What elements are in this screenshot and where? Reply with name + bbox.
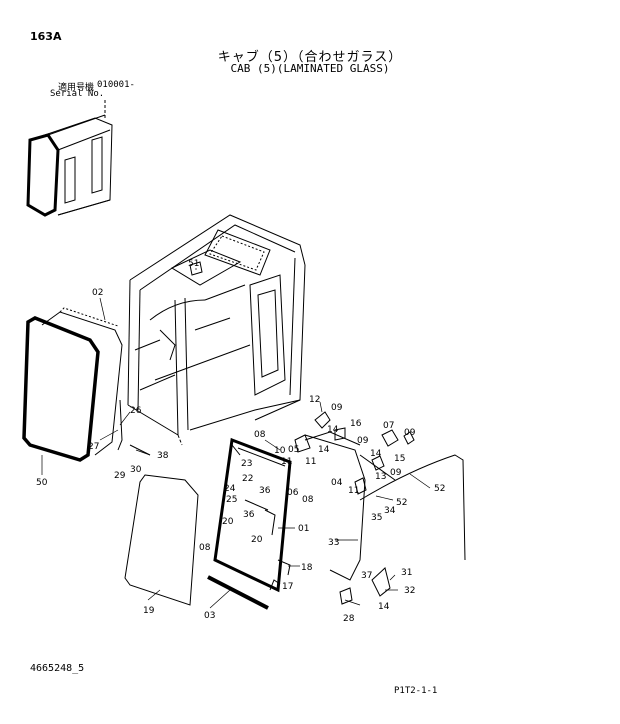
part-label: 02: [92, 288, 103, 298]
document-number: 4665248_5: [30, 663, 85, 674]
part-label: 26: [130, 406, 142, 416]
part-label: 23: [241, 459, 252, 469]
part-label: 16: [350, 419, 362, 429]
part-label: 50: [36, 478, 48, 488]
part-label: 13: [375, 472, 386, 482]
cab-frame-drawing: [127, 214, 306, 446]
part-label: 36: [243, 510, 255, 520]
leader-lines: [41, 268, 431, 609]
part-label: 09: [390, 468, 402, 478]
part-label: 52: [396, 498, 407, 508]
part-label: 09: [357, 436, 369, 446]
door-frame-drawing: [213, 437, 292, 593]
part-label: 38: [157, 451, 169, 461]
diagram-title-jp: キャブ（5）（合わせガラス）: [217, 50, 403, 65]
part-label: 06: [287, 488, 299, 498]
part-label: 10: [274, 446, 286, 456]
part-label: 18: [301, 563, 313, 573]
part-label: 04: [331, 478, 343, 488]
part-label: 25: [226, 495, 237, 505]
part-label: 27: [88, 442, 99, 452]
front-glass-drawing: [124, 474, 199, 606]
part-label: 51: [188, 259, 199, 269]
part-label: 37: [361, 571, 372, 581]
part-label: 07: [383, 421, 394, 431]
part-label: 22: [242, 474, 253, 484]
part-label: 08: [254, 430, 266, 440]
part-labels: 51 02 26 27 50 29 30 38 19 03 08 08 08 1…: [36, 259, 445, 624]
part-label: 20: [251, 535, 263, 545]
overview-cab-drawing: [26, 100, 113, 217]
part-label: 14: [318, 445, 330, 455]
part-label: 11: [348, 486, 359, 496]
part-label: 29: [114, 471, 126, 481]
part-label: 12: [309, 395, 320, 405]
part-label: 32: [404, 586, 415, 596]
part-label: 09: [331, 403, 343, 413]
part-label: 28: [343, 614, 355, 624]
part-label: 14: [327, 425, 339, 435]
part-label: 05: [288, 445, 299, 455]
serial-label-en: Serial No.: [50, 89, 105, 99]
part-label: 24: [224, 484, 236, 494]
part-label: 01: [298, 524, 309, 534]
part-label: 08: [199, 543, 211, 553]
part-label: 20: [222, 517, 234, 527]
part-label: 14: [378, 602, 390, 612]
seal-strip-drawing: [207, 575, 269, 610]
serial-label-jp: 適用号機: [58, 83, 95, 93]
part-label: 11: [281, 457, 292, 467]
page-id: 163A: [30, 30, 62, 43]
part-label: 34: [384, 506, 396, 516]
side-glass-drawing: [304, 431, 396, 581]
part-label: 36: [259, 486, 271, 496]
serial-value: 010001-: [97, 80, 135, 90]
part-label: 35: [371, 513, 382, 523]
part-label: 08: [302, 495, 314, 505]
hardware-drawing: [117, 261, 415, 605]
rear-glass-drawing: [22, 307, 123, 462]
diagram-title-en: CAB (5)(LAMINATED GLASS): [230, 62, 390, 75]
part-label: 17: [282, 582, 293, 592]
part-label: 19: [143, 606, 155, 616]
part-label: 15: [394, 454, 405, 464]
part-label: 33: [328, 538, 339, 548]
part-label: 09: [404, 428, 416, 438]
part-label: 52: [434, 484, 445, 494]
part-label: 03: [204, 611, 215, 621]
part-label: 14: [370, 449, 382, 459]
rail-52-drawing: [359, 454, 466, 561]
page-reference: P1T2-1-1: [394, 686, 438, 696]
part-label: 31: [401, 568, 412, 578]
part-label: 11: [305, 457, 316, 467]
part-label: 30: [130, 465, 142, 475]
